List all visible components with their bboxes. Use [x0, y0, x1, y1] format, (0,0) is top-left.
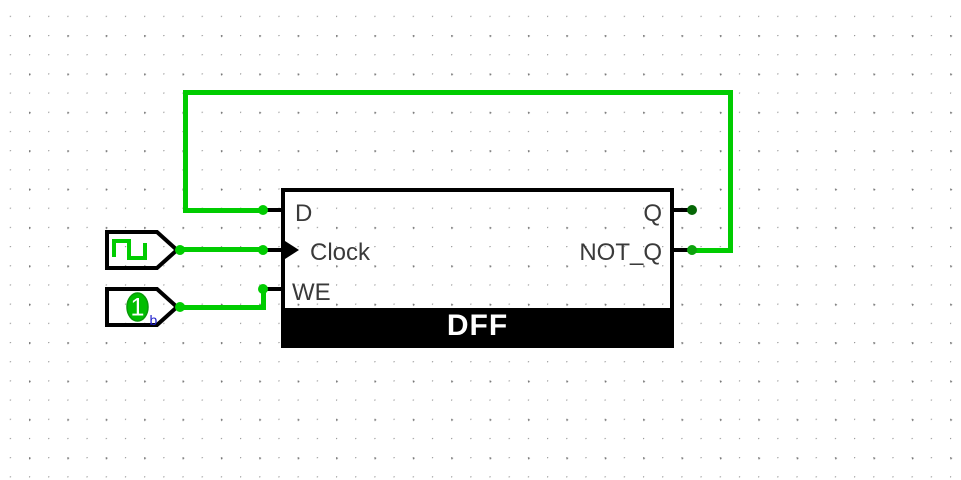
- wire-feedback-right[interactable]: [728, 90, 733, 253]
- pin-stub-d[interactable]: [262, 208, 284, 212]
- pin-stub-we[interactable]: [262, 287, 284, 291]
- connection-dot-clock-source: [175, 245, 185, 255]
- clock-input-component[interactable]: [100, 228, 185, 274]
- wire-feedback-to-d[interactable]: [183, 208, 263, 213]
- wire-constant-v[interactable]: [261, 287, 266, 310]
- wire-clock[interactable]: [181, 247, 264, 252]
- connection-dot-clock-pin: [258, 245, 268, 255]
- wire-feedback-left[interactable]: [183, 90, 188, 213]
- connection-dot-const-source: [175, 302, 185, 312]
- pin-stub-clock[interactable]: [262, 248, 284, 252]
- constant-base-suffix: b: [150, 312, 158, 328]
- constant-value-text: 1: [131, 294, 145, 322]
- wire-notq-out[interactable]: [692, 248, 733, 253]
- constant-one-component[interactable]: 1 b: [100, 285, 185, 331]
- constant-input-shape[interactable]: [105, 287, 180, 327]
- connection-dot-notq-pin: [687, 245, 697, 255]
- dff-name-bar: DFF: [285, 308, 670, 344]
- clock-waveform-icon: [112, 239, 147, 260]
- dff-component[interactable]: D Clock WE Q NOT_Q DFF: [281, 188, 674, 348]
- dff-input-label-d: D: [295, 200, 313, 227]
- dff-output-label-notq: NOT_Q: [579, 239, 662, 266]
- connection-dot-d-pin: [258, 205, 268, 215]
- dff-input-label-clock: Clock: [310, 239, 371, 266]
- connection-dot-we-pin: [258, 284, 268, 294]
- pin-stub-q[interactable]: [670, 208, 692, 212]
- pin-stub-notq[interactable]: [670, 248, 692, 252]
- dff-output-label-q: Q: [643, 200, 662, 227]
- clock-input-shape[interactable]: [105, 230, 180, 270]
- dff-name-label: DFF: [446, 309, 509, 342]
- connection-dot-q-pin: [687, 205, 697, 215]
- wire-feedback-top[interactable]: [183, 90, 733, 95]
- dff-input-label-we: WE: [292, 279, 331, 306]
- constant-value-badge: [126, 292, 149, 322]
- wire-constant-h[interactable]: [181, 305, 265, 310]
- clock-edge-icon: [285, 241, 299, 259]
